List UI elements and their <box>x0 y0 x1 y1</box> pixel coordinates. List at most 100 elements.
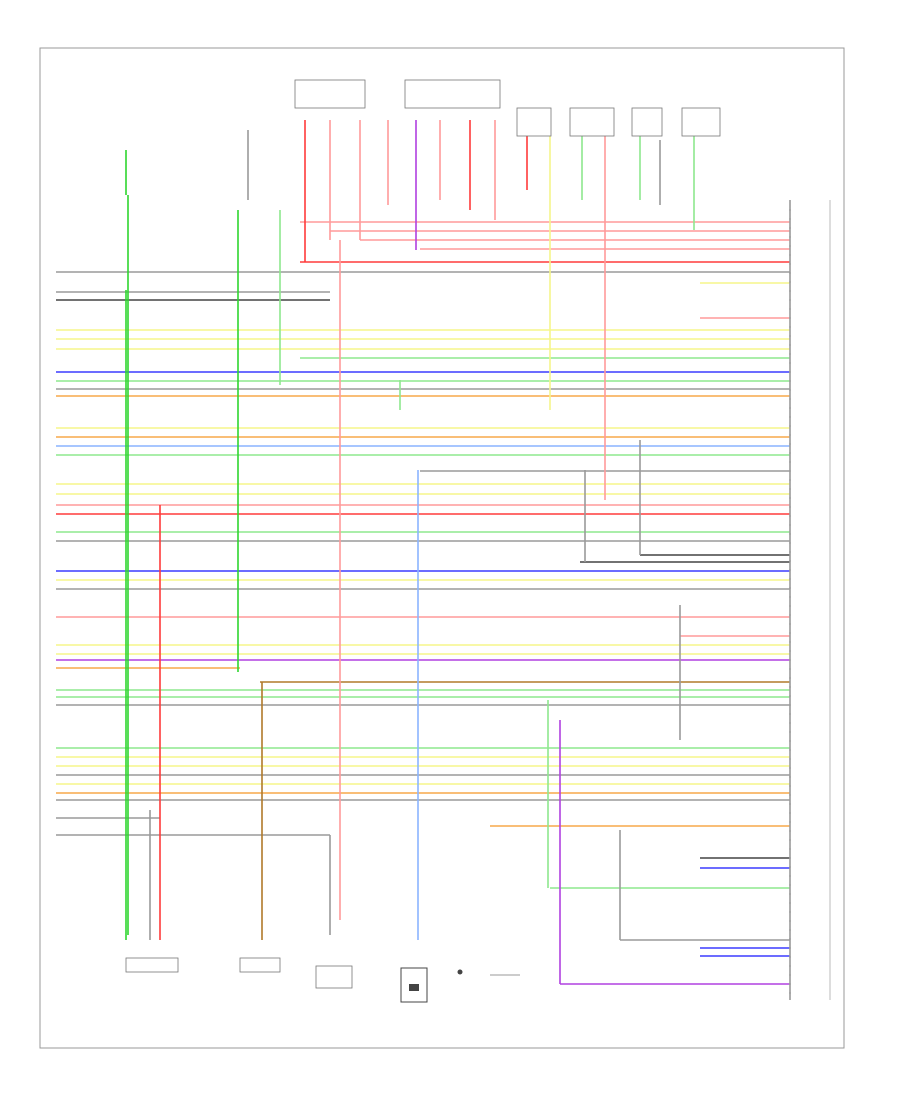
ecm-pin-984 <box>789 983 791 985</box>
ecm-pin-678 <box>789 677 791 679</box>
ecm-pin-750 <box>789 749 791 751</box>
ecm-pin-282 <box>789 281 791 283</box>
ecm-pin-588 <box>789 587 791 589</box>
ecm-pin-687 <box>789 686 791 688</box>
ecm-pin-822 <box>789 821 791 823</box>
ecm-pin-957 <box>789 956 791 958</box>
ecm-pin-912 <box>789 911 791 913</box>
ecm-pin-453 <box>789 452 791 454</box>
ecm-pin-993 <box>789 992 791 994</box>
ecm-pin-561 <box>789 560 791 562</box>
ecm-pin-372 <box>789 371 791 373</box>
ecm-pin-966 <box>789 965 791 967</box>
ecm-pin-246 <box>789 245 791 247</box>
ecm-pin-237 <box>789 236 791 238</box>
ecm-pin-345 <box>789 344 791 346</box>
ecm-pin-552 <box>789 551 791 553</box>
ecm-pin-633 <box>789 632 791 634</box>
ecm-pin-363 <box>789 362 791 364</box>
ecm-pin-777 <box>789 776 791 778</box>
ecm-pin-489 <box>789 488 791 490</box>
ecm-pin-624 <box>789 623 791 625</box>
top-component-1 <box>404 79 501 109</box>
ecm-pin-525 <box>789 524 791 526</box>
ecm-pin-507 <box>789 506 791 508</box>
ecm-pin-660 <box>789 659 791 661</box>
ecm-pin-948 <box>789 947 791 949</box>
ecm-pin-939 <box>789 938 791 940</box>
ecm-pin-390 <box>789 389 791 391</box>
ecm-pin-498 <box>789 497 791 499</box>
ecm-pin-408 <box>789 407 791 409</box>
ecm-pin-426 <box>789 425 791 427</box>
ecm-pin-273 <box>789 272 791 274</box>
ecm-pin-651 <box>789 650 791 652</box>
bottom-component-2 <box>315 965 353 989</box>
ecm-pin-462 <box>789 461 791 463</box>
ecm-pin-543 <box>789 542 791 544</box>
ecm-pin-876 <box>789 875 791 877</box>
ecm-pin-606 <box>789 605 791 607</box>
ecm-pin-534 <box>789 533 791 535</box>
ecm-pin-930 <box>789 929 791 931</box>
top-component-3 <box>569 107 615 137</box>
ecm-pin-759 <box>789 758 791 760</box>
bottom-component-3-symbol <box>409 984 419 991</box>
components-layer <box>125 79 831 1003</box>
top-component-4 <box>631 107 663 137</box>
ecm-pin-975 <box>789 974 791 976</box>
ecm-pin-921 <box>789 920 791 922</box>
bottom-component-0 <box>125 957 179 973</box>
ecm-pin-300 <box>789 299 791 301</box>
ecm-pin-354 <box>789 353 791 355</box>
ecm-pin-723 <box>789 722 791 724</box>
top-component-5 <box>681 107 721 137</box>
ecm-pin-471 <box>789 470 791 472</box>
ecm-pin-264 <box>789 263 791 265</box>
ecm-pin-840 <box>789 839 791 841</box>
ecm-pin-480 <box>789 479 791 481</box>
ecm-pin-417 <box>789 416 791 418</box>
ecm-pin-642 <box>789 641 791 643</box>
top-component-0 <box>294 79 366 109</box>
ecm-pin-579 <box>789 578 791 580</box>
ecm-pin-894 <box>789 893 791 895</box>
ecm-pin-831 <box>789 830 791 832</box>
ecm-pin-696 <box>789 695 791 697</box>
ecm-pin-309 <box>789 308 791 310</box>
ecm-pin-714 <box>789 713 791 715</box>
ecm-pin-570 <box>789 569 791 571</box>
ecm-pin-867 <box>789 866 791 868</box>
ecm-pin-219 <box>789 218 791 220</box>
diagram-frame <box>39 47 845 1049</box>
ecm-pin-381 <box>789 380 791 382</box>
ecm-pin-615 <box>789 614 791 616</box>
ecm-pin-768 <box>789 767 791 769</box>
ecm-pin-732 <box>789 731 791 733</box>
ecm-pin-336 <box>789 335 791 337</box>
ecm-pin-435 <box>789 434 791 436</box>
ecm-pin-813 <box>789 812 791 814</box>
wires-layer <box>56 120 791 1000</box>
ecm-pin-669 <box>789 668 791 670</box>
ecm-pin-399 <box>789 398 791 400</box>
ecm-pin-804 <box>789 803 791 805</box>
ecm-pin-318 <box>789 317 791 319</box>
ecm-pin-327 <box>789 326 791 328</box>
ecm-pin-444 <box>789 443 791 445</box>
ecm-pin-228 <box>789 227 791 229</box>
ecm-pin-885 <box>789 884 791 886</box>
ecm-pin-255 <box>789 254 791 256</box>
ecm-pin-291 <box>789 290 791 292</box>
ecm-pin-741 <box>789 740 791 742</box>
ecm-pin-849 <box>789 848 791 850</box>
ecm-pin-795 <box>789 794 791 796</box>
top-component-2 <box>516 107 552 137</box>
ecm-pin-210 <box>789 209 791 211</box>
ecm-pin-516 <box>789 515 791 517</box>
ecm-pin-786 <box>789 785 791 787</box>
ecm-pin-705 <box>789 704 791 706</box>
ecm-pin-858 <box>789 857 791 859</box>
